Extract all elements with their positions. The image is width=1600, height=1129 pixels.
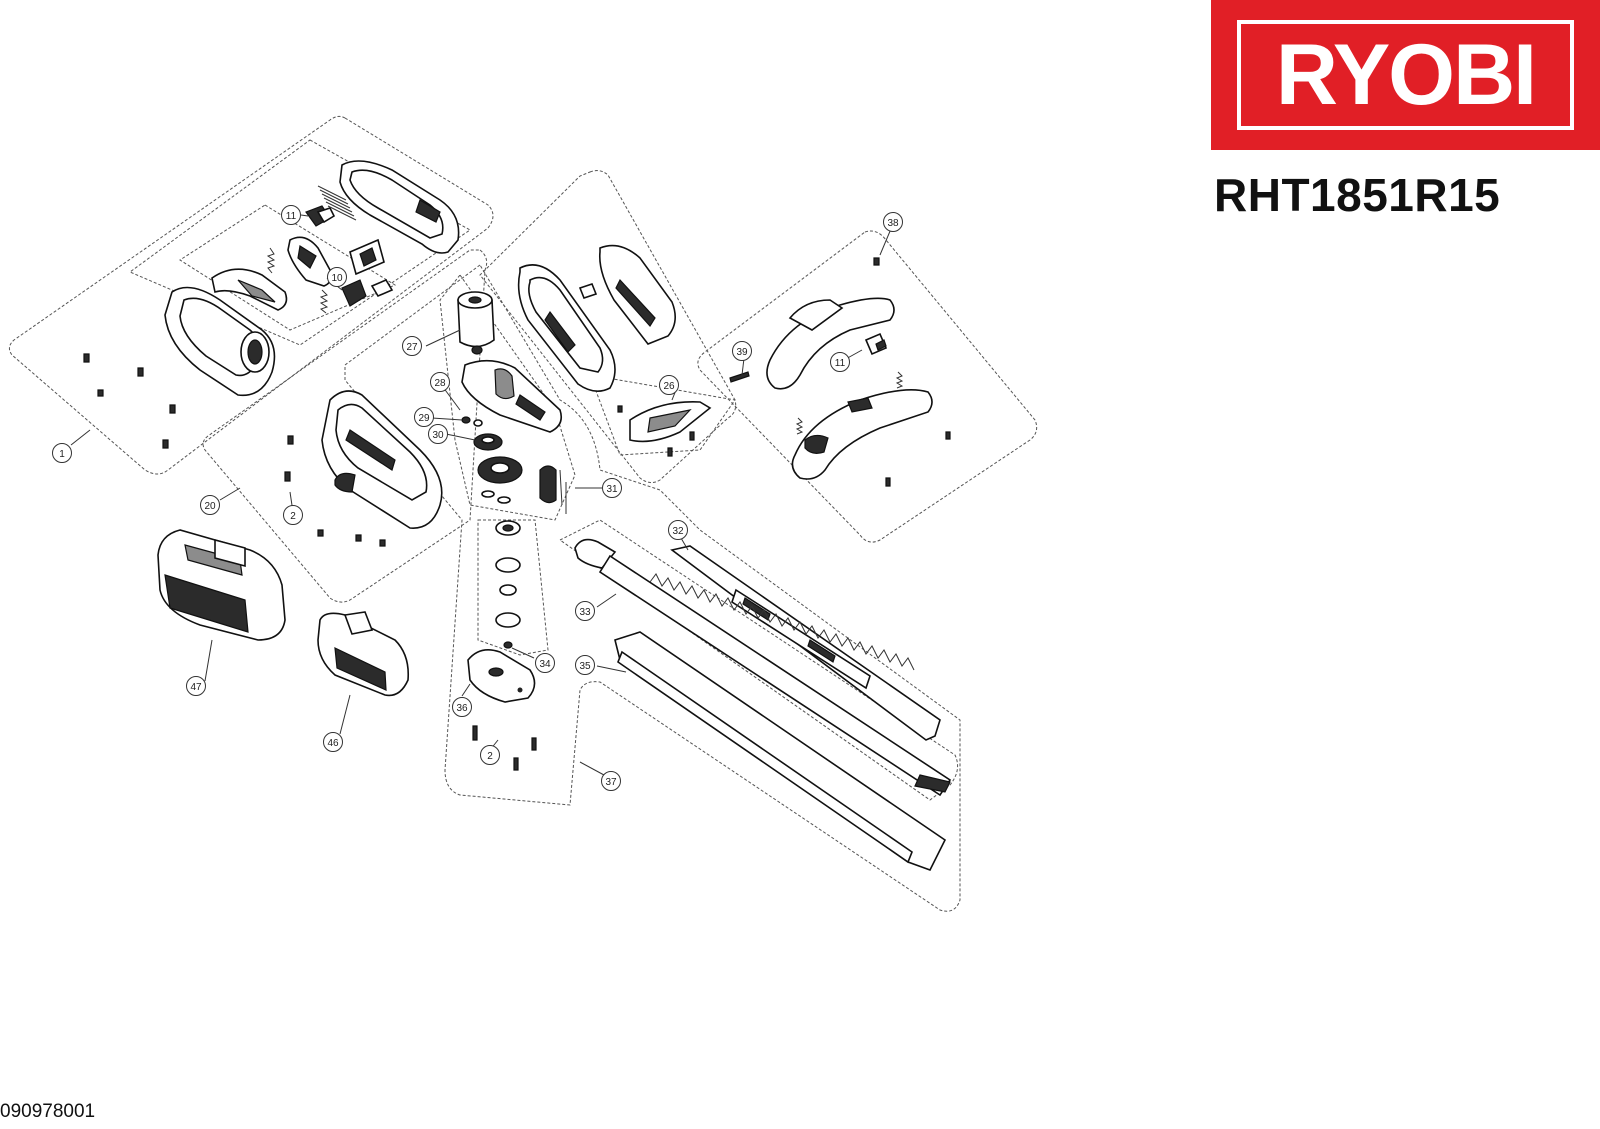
gear-cover-36 — [467, 649, 536, 703]
callout-10: 10 — [327, 267, 347, 287]
gearbox-housing — [461, 359, 563, 433]
gear-cover-screws — [472, 725, 537, 771]
svg-text:31: 31 — [606, 484, 618, 495]
callout-11-front: 11 — [830, 352, 850, 372]
callout-34: 34 — [535, 653, 555, 673]
callout-39: 39 — [732, 341, 752, 361]
svg-text:35: 35 — [579, 661, 591, 672]
label-plate — [349, 238, 385, 276]
group-outline-front-handle — [697, 230, 1038, 543]
callout-46: 46 — [323, 732, 343, 752]
callout-2-upper: 2 — [283, 505, 303, 525]
svg-text:2: 2 — [487, 751, 493, 762]
svg-text:34: 34 — [539, 659, 551, 670]
washers-stack — [481, 490, 511, 504]
callout-35: 35 — [575, 655, 595, 675]
main-gear-31 — [477, 456, 567, 514]
blade-protector-35 — [614, 631, 947, 871]
battery-46 — [317, 611, 410, 697]
svg-text:47: 47 — [190, 682, 202, 693]
svg-text:2: 2 — [290, 511, 296, 522]
front-handle-upper — [766, 297, 895, 390]
group-outline-cover — [589, 374, 736, 456]
svg-text:29: 29 — [418, 413, 430, 424]
callout-11-rear: 11 — [281, 205, 301, 225]
callout-2-lower: 2 — [480, 745, 500, 765]
callout-1: 1 — [52, 443, 72, 463]
spring-1 — [266, 247, 276, 274]
svg-text:37: 37 — [605, 777, 617, 788]
callout-36: 36 — [452, 697, 472, 717]
callout-29: 29 — [414, 407, 434, 427]
svg-text:11: 11 — [835, 358, 846, 369]
callout-32: 32 — [668, 520, 688, 540]
cutting-blade-33 — [574, 538, 952, 797]
lock-off-button — [305, 205, 336, 227]
group-outline-main-drive — [344, 264, 961, 912]
svg-text:33: 33 — [579, 607, 591, 618]
group-outline-drive-stack — [477, 519, 549, 656]
loose-screws — [83, 257, 951, 547]
ryobi-logo-text: RYOBI — [1275, 27, 1537, 123]
callout-31: 31 — [602, 478, 622, 498]
switch-module — [341, 278, 394, 307]
charger-47 — [157, 529, 286, 641]
drive-plates — [495, 520, 521, 649]
svg-text:36: 36 — [456, 703, 468, 714]
screw-39 — [729, 371, 750, 383]
document-number: 090978001 — [0, 1101, 96, 1122]
svg-text:26: 26 — [663, 381, 675, 392]
group-outline-blade — [559, 519, 959, 801]
group-outline-rear-handle — [8, 115, 494, 475]
callout-47: 47 — [186, 676, 206, 696]
spring-2 — [319, 289, 329, 314]
right-rear-housing — [339, 160, 460, 254]
front-handle-springs — [795, 371, 904, 435]
group-outline-motor-housing — [479, 170, 737, 484]
left-motor-housing — [321, 390, 443, 529]
callout-28: 28 — [430, 372, 450, 392]
rear-handle-housing — [164, 286, 276, 397]
callout-30: 30 — [428, 424, 448, 444]
small-cover-plate — [578, 283, 598, 299]
vent-grille — [317, 185, 357, 221]
motor — [457, 291, 495, 355]
pinion-gear-30 — [473, 433, 503, 451]
svg-text:46: 46 — [327, 738, 339, 749]
front-switch-11 — [864, 332, 888, 356]
washer-29 — [461, 416, 483, 427]
svg-text:28: 28 — [434, 378, 446, 389]
battery-cover-top — [598, 244, 676, 345]
callout-37: 37 — [601, 771, 621, 791]
trigger-switch — [287, 236, 332, 287]
callout-26: 26 — [659, 375, 679, 395]
ryobi-logo: RYOBI — [1211, 0, 1600, 150]
svg-text:32: 32 — [672, 526, 684, 537]
front-handle-lower — [791, 388, 933, 480]
callout-27: 27 — [402, 336, 422, 356]
svg-text:10: 10 — [331, 273, 343, 284]
motor-top-housing — [517, 264, 616, 392]
svg-text:38: 38 — [887, 218, 899, 229]
trim-cover-26 — [629, 401, 712, 443]
svg-text:1: 1 — [59, 449, 65, 460]
svg-text:11: 11 — [286, 211, 297, 222]
callout-38: 38 — [883, 212, 903, 232]
model-number: RHT1851R15 — [1214, 169, 1501, 221]
trigger-cover — [211, 268, 288, 311]
svg-text:27: 27 — [406, 342, 418, 353]
svg-text:20: 20 — [204, 501, 216, 512]
ryobi-logo-frame: RYOBI — [1237, 20, 1574, 130]
svg-text:39: 39 — [736, 347, 748, 358]
group-outline-left-housing — [202, 249, 488, 603]
svg-text:30: 30 — [432, 430, 444, 441]
callout-20: 20 — [200, 495, 220, 515]
callout-33: 33 — [575, 601, 595, 621]
